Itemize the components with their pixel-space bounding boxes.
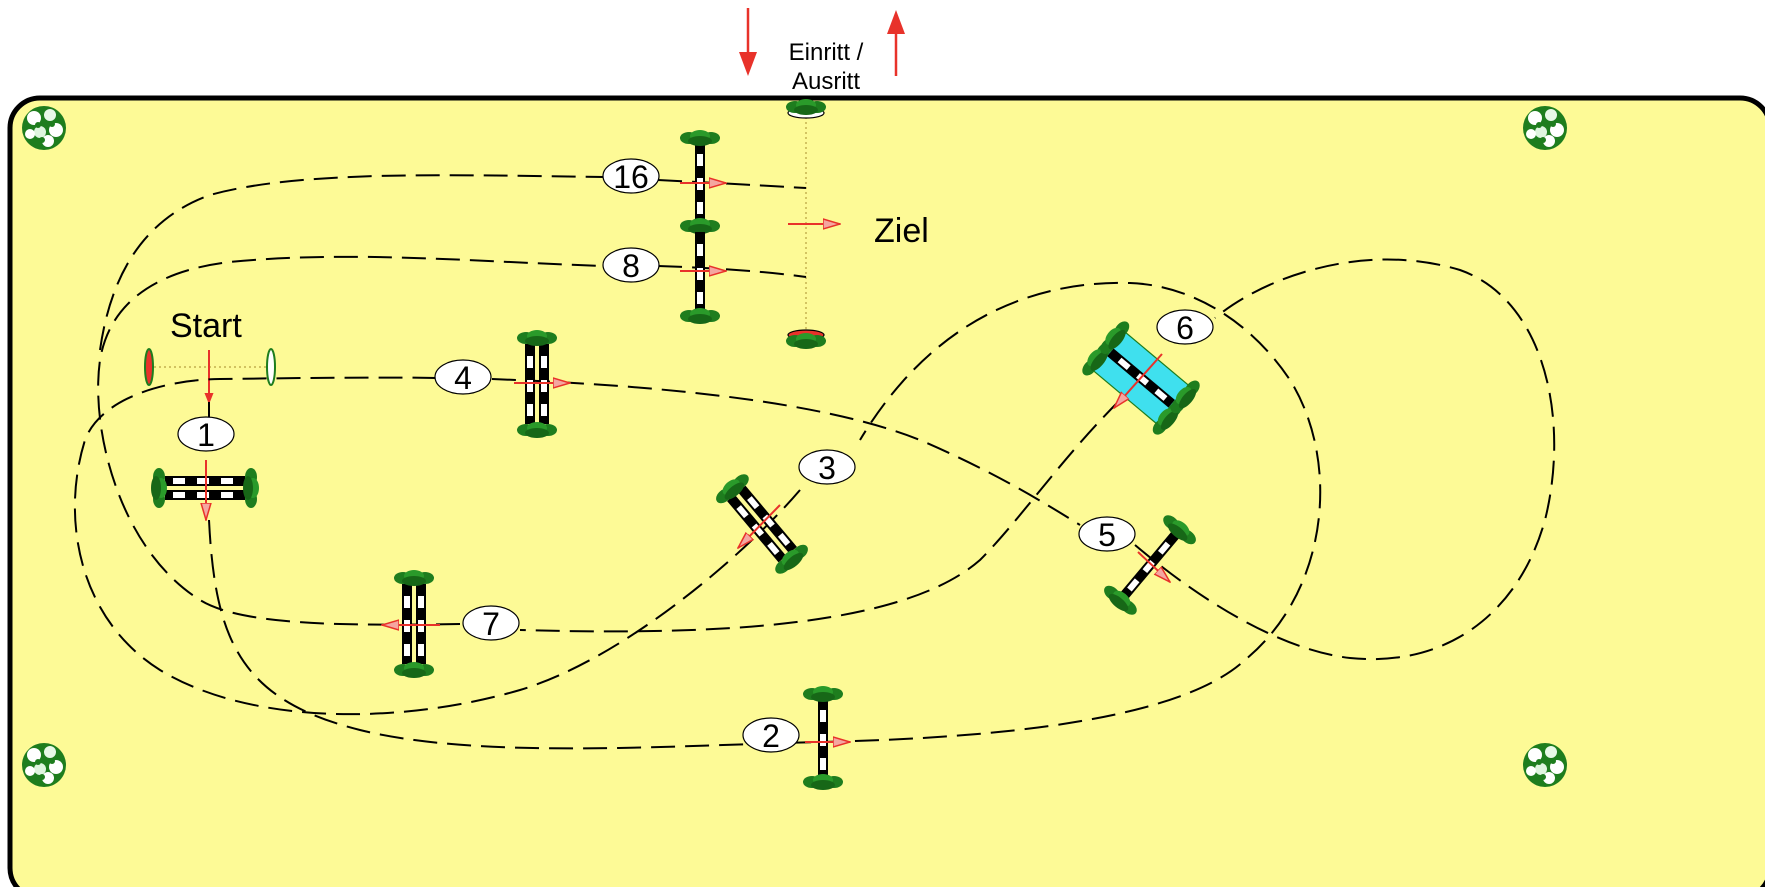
svg-text:6: 6 <box>1176 310 1194 346</box>
obstacle-6 <box>1077 317 1205 439</box>
wing-bush <box>151 468 167 508</box>
label-2: 2 <box>742 717 800 754</box>
obstacle-7 <box>382 570 440 678</box>
wing-bush <box>394 662 434 678</box>
svg-text:1: 1 <box>197 417 215 453</box>
finish-label: Ziel <box>874 212 929 250</box>
exit-arrow-icon <box>887 10 905 76</box>
wing-bush <box>680 218 720 234</box>
course-route <box>74 174 1556 750</box>
jump-direction-arrow-icon <box>738 504 781 548</box>
flower-bed-icon <box>1523 106 1567 150</box>
finish-flag-bush <box>786 99 826 115</box>
label-8: 8 <box>602 247 660 284</box>
obstacle-8 <box>680 232 726 324</box>
svg-text:4: 4 <box>454 360 472 396</box>
wing-bush <box>680 308 720 324</box>
svg-text:7: 7 <box>482 606 500 642</box>
wing-bush <box>803 686 843 702</box>
obstacle-3 <box>711 469 813 579</box>
label-6: 6 <box>1156 309 1214 346</box>
entrance-label: Einritt / <box>789 39 864 66</box>
obstacle-1 <box>151 460 259 520</box>
arena <box>7 95 1765 892</box>
wing-bush <box>803 774 843 790</box>
label-4: 4 <box>434 359 492 396</box>
start-label: Start <box>170 307 242 345</box>
svg-text:8: 8 <box>622 248 640 284</box>
obstacle-16 <box>680 130 726 234</box>
svg-text:2: 2 <box>762 718 780 754</box>
finish-flag-bush <box>786 333 826 349</box>
jump-direction-arrow-icon <box>1137 551 1170 582</box>
flower-bed-icon <box>22 743 66 787</box>
flower-bed-icon <box>1523 743 1567 787</box>
obstacle-5 <box>1099 510 1201 620</box>
entry-arrow-icon <box>739 8 757 76</box>
label-3: 3 <box>798 449 856 486</box>
label-1: 1 <box>177 416 235 453</box>
svg-text:3: 3 <box>818 450 836 486</box>
wing-bush <box>394 570 434 586</box>
flower-bed-icon <box>22 106 66 150</box>
finish-line <box>786 99 840 349</box>
obstacle-2 <box>803 686 850 790</box>
wing-bush <box>517 330 557 346</box>
start-line <box>144 348 276 402</box>
label-7: 7 <box>462 605 520 642</box>
label-5: 5 <box>1078 516 1136 553</box>
obstacle-4 <box>514 330 570 438</box>
jump-direction-arrow-icon <box>1114 353 1163 408</box>
wing-bush <box>680 130 720 146</box>
svg-text:16: 16 <box>613 159 649 195</box>
svg-text:5: 5 <box>1098 517 1116 553</box>
exit-label: Ausritt <box>792 68 860 95</box>
label-16: 16 <box>602 158 660 195</box>
wing-bush <box>243 468 259 508</box>
wing-bush <box>517 422 557 438</box>
